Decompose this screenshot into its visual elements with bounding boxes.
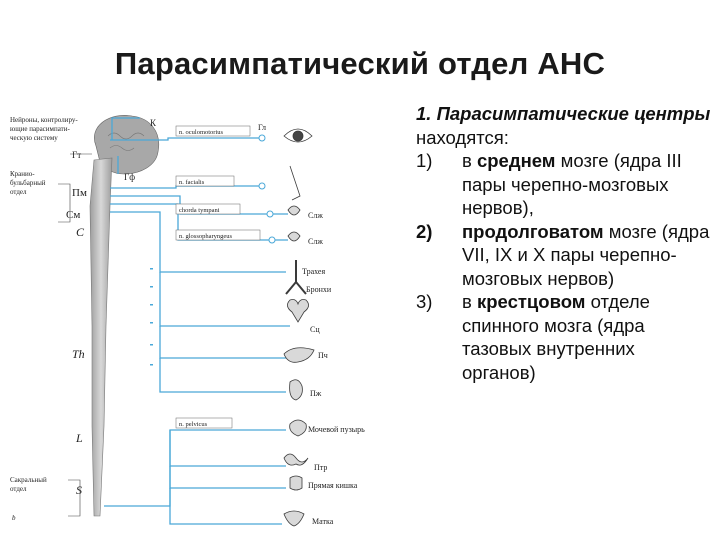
slide-title: Парасимпатический отдел АНС [114,46,606,81]
organ-label-liver: Пч [318,351,328,360]
organ-label-rectum: Прямая кишка [308,481,358,490]
item-bold: среднем [476,150,556,171]
item-marker: 2) [416,220,433,242]
organ-label-trachea: Трахея [302,267,325,276]
list-item: 1) в среднем мозге (ядра III пары черепн… [412,149,712,220]
b-label: b [12,514,16,522]
neurons-label-2: ющие парасимпати- [10,125,70,133]
diagram-svg: Нейроны, контролиру- ющие парасимпати- ч… [10,115,365,527]
spinal-cord-shape [89,157,113,517]
organ-icons [283,128,315,527]
item-post: мозге (ядра VII, IX и X пары черепно-моз… [462,220,710,289]
organ-label-intestine: Птр [314,463,327,472]
content-heading: 1. Парасимпатические центры находятся: [412,102,712,149]
nerve-glossopharyngeus: n. glossopharyngeus [179,233,233,240]
l-label: L [75,431,83,445]
organ-label-eye: Гл [258,123,266,132]
cranio-label-3: отдел [10,188,27,196]
ganglia [258,134,276,244]
item-post: мозге (ядра III пары черепно-мозговых не… [462,150,682,218]
trachea-icon [285,260,307,295]
parasympathetic-diagram: Нейроны, контролиру- ющие парасимпати- ч… [0,96,400,540]
c-label: C [76,225,85,239]
neurons-label-1: Нейроны, контролиру- [10,116,78,124]
list-item: 2) продолговатом мозге (ядра VII, IX и X… [412,220,712,291]
content-text: 1. Парасимпатические центры находятся: 1… [412,102,712,384]
organ-label-pancreas: Пж [310,389,322,398]
k-label: К [150,118,157,128]
organ-label-salivary-2: Слж [308,237,323,246]
gf-label: Гф [124,172,135,182]
th-label: Th [72,347,85,361]
nerve-oculomotorius: n. oculomotorius [179,129,224,136]
sm-label: См [66,209,80,221]
gt-label: Гт [72,150,81,160]
organ-label-uterus: Матка [312,517,334,526]
liver-icon [283,347,315,363]
organ-label-salivary-1: Слж [308,211,323,220]
rectum-icon [289,475,303,491]
organ-label-heart: Сц [310,325,320,334]
item-post: отделе спинного мозга (ядра тазовых внут… [462,291,650,383]
list-item: 3) в крестцовом отделе спинного мозга (я… [412,290,712,384]
sacral-label-2: отдел [10,485,27,493]
organ-label-bladder: Мочевой пузырь [308,425,365,434]
heading-rest: находятся: [416,126,509,148]
item-bold: крестцовом [476,291,586,312]
s-label: S [76,483,82,497]
nose-icon [289,165,301,201]
heading-bold: Парасимпатические центры [436,103,711,124]
salivary-gland-icon-1 [287,205,301,216]
item-marker: 3) [416,291,433,312]
nerve-chorda-tympani: chorda tympani [179,207,220,214]
item-marker: 1) [416,150,433,171]
cranio-label-1: Кранио- [10,170,35,178]
cranio-label-2: бульбарный [10,179,46,187]
nerve-facialis: n. facialis [179,179,205,186]
pm-label: Пм [72,187,87,199]
item-bold: продолговатом [462,220,604,242]
item-pre: в [462,291,477,312]
nerve-pelvicus: n. pelvicus [179,421,208,428]
heading-number: 1. [416,103,432,124]
uterus-icon [283,510,305,527]
bladder-icon [289,419,307,437]
intestine-icon [283,453,309,466]
item-pre: в [462,150,477,171]
kidney-icon [289,379,303,401]
sacral-label-1: Сакральный [10,476,47,484]
heart-icon [287,299,309,323]
neurons-label-3: ческую систему [10,134,58,142]
organ-label-bronchi: Бронхи [306,285,332,294]
salivary-gland-icon-2 [287,231,301,242]
